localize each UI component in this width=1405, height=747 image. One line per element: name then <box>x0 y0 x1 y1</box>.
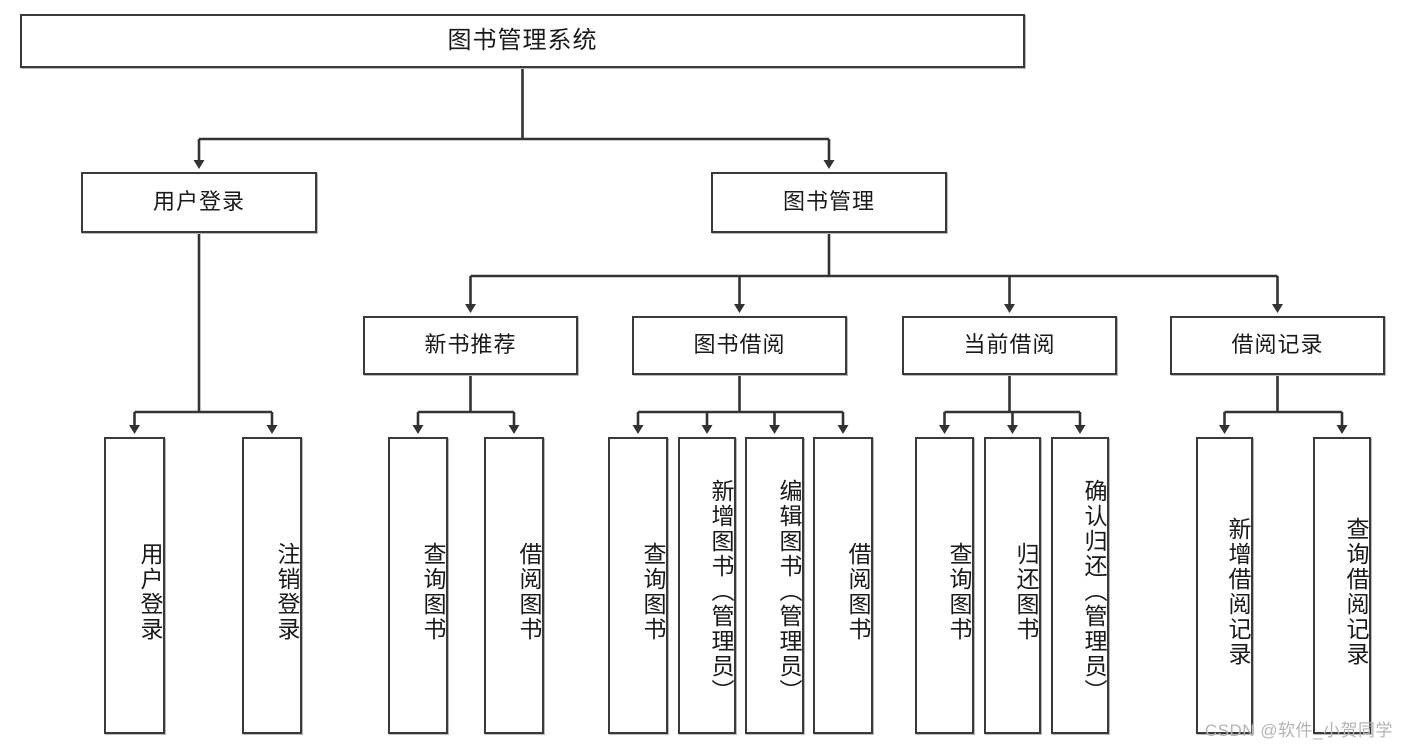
node-label: 图书管理系统 <box>447 26 598 54</box>
watermark-text: CSDN @软件_小贺同学 <box>1204 721 1393 740</box>
node-leaf-return-book[interactable]: 归还图书 <box>984 437 1041 734</box>
node-leaf-user-login[interactable]: 用户登录 <box>104 437 165 734</box>
node-leaf-user-logout[interactable]: 注销登录 <box>242 437 302 734</box>
node-label: 借阅图书 <box>845 541 871 642</box>
node-label: 确认归还（管理员） <box>1081 479 1107 704</box>
node-leaf-add-book[interactable]: 新增图书（管理员） <box>678 437 736 734</box>
node-leaf-query-book-1[interactable]: 查询图书 <box>388 437 448 734</box>
node-root-book-management-system[interactable]: 图书管理系统 <box>20 14 1025 68</box>
node-label: 当前借阅 <box>963 332 1056 358</box>
node-new-book-recommend[interactable]: 新书推荐 <box>363 316 578 375</box>
node-leaf-borrow-book-1[interactable]: 借阅图书 <box>484 437 544 734</box>
node-book-borrow[interactable]: 图书借阅 <box>632 316 847 375</box>
node-book-manage[interactable]: 图书管理 <box>711 172 947 233</box>
node-leaf-add-borrow-record[interactable]: 新增借阅记录 <box>1196 437 1253 734</box>
node-label: 借阅图书 <box>516 541 542 642</box>
node-current-borrow[interactable]: 当前借阅 <box>902 316 1117 375</box>
node-leaf-confirm-return[interactable]: 确认归还（管理员） <box>1051 437 1109 734</box>
node-leaf-query-book-2[interactable]: 查询图书 <box>608 437 668 734</box>
node-leaf-query-borrow-record[interactable]: 查询借阅记录 <box>1313 437 1371 734</box>
node-label: 新增图书（管理员） <box>708 479 734 704</box>
node-leaf-borrow-book-2[interactable]: 借阅图书 <box>813 437 873 734</box>
node-user-login[interactable]: 用户登录 <box>81 172 317 233</box>
node-label: 用户登录 <box>152 189 245 215</box>
node-leaf-edit-book[interactable]: 编辑图书（管理员） <box>745 437 804 734</box>
node-label: 新增借阅记录 <box>1225 516 1251 667</box>
node-leaf-query-book-3[interactable]: 查询图书 <box>915 437 974 734</box>
node-label: 图书借阅 <box>693 332 786 358</box>
node-borrow-record[interactable]: 借阅记录 <box>1170 316 1385 375</box>
node-label: 查询借阅记录 <box>1343 516 1369 667</box>
node-label: 查询图书 <box>946 541 972 642</box>
node-label: 归还图书 <box>1013 541 1039 642</box>
node-label: 注销登录 <box>274 541 300 642</box>
node-label: 新书推荐 <box>424 332 517 358</box>
node-label: 借阅记录 <box>1231 332 1324 358</box>
node-label: 查询图书 <box>420 541 446 642</box>
node-label: 查询图书 <box>640 541 666 642</box>
node-label: 编辑图书（管理员） <box>776 479 802 704</box>
node-label: 图书管理 <box>782 189 875 215</box>
node-label: 用户登录 <box>137 541 163 642</box>
